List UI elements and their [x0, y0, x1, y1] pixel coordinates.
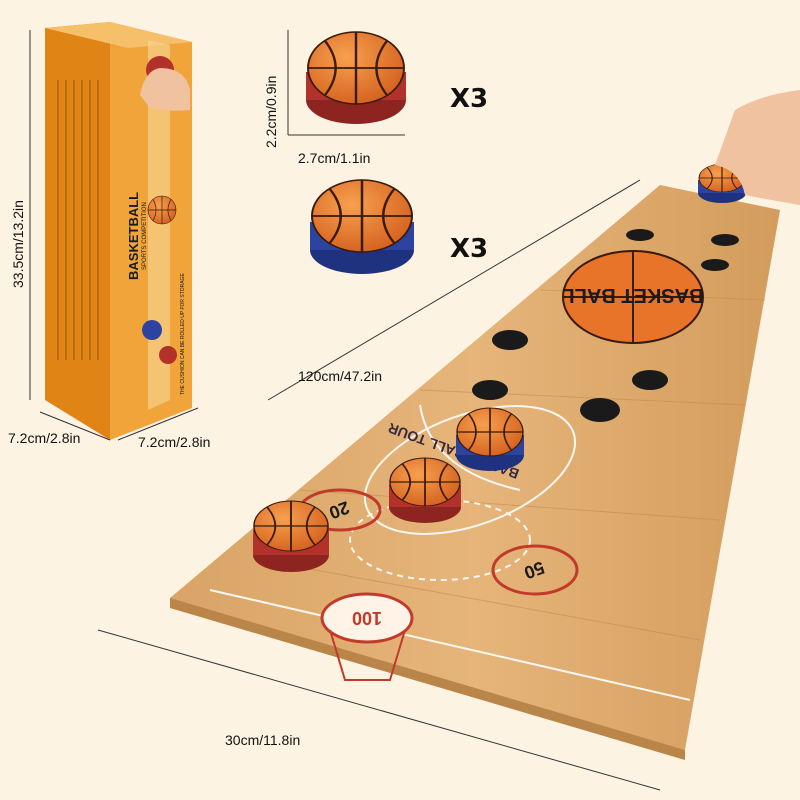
- red-puck-quantity: X3: [450, 84, 489, 114]
- court-mat: BASKET BALL BASKETBALL TOUR 20 50 100: [170, 90, 800, 760]
- mat-red-puck-2: [253, 500, 329, 572]
- mat-length-label: 120cm/47.2in: [298, 368, 383, 384]
- box-side-face: [45, 22, 110, 440]
- red-puck-sample: [306, 30, 406, 124]
- blue-puck-sample: [310, 178, 414, 274]
- box-blue-puck-icon: [142, 320, 162, 340]
- box-title: BASKETBALL: [126, 192, 141, 280]
- hand-on-mat: [715, 90, 800, 205]
- box-side-text-lines: [57, 80, 99, 360]
- puck-diameter-label: 2.7cm/1.1in: [298, 150, 371, 166]
- hand-on-box: [140, 68, 190, 111]
- mat-dimension-lines: [97, 179, 661, 791]
- product-box: BASKETBALL SPORTS COMPETITION THE CUSHIO…: [45, 22, 192, 440]
- player-silhouettes: [472, 229, 739, 422]
- mat-red-puck-1: [389, 457, 461, 523]
- hoop-100: 100: [320, 592, 414, 681]
- court-lines: [209, 404, 691, 701]
- box-dimension-lines: [29, 30, 199, 441]
- blue-puck-quantity: X3: [450, 234, 489, 264]
- center-text: BASKET BALL: [562, 284, 703, 306]
- box-top-face: [45, 22, 192, 48]
- puck-height-label: 2.2cm/0.9in: [263, 75, 279, 148]
- mat-width-label: 30cm/11.8in: [225, 732, 301, 748]
- box-width-label: 7.2cm/2.8in: [8, 430, 81, 446]
- box-subtitle: SPORTS COMPETITION: [142, 202, 148, 270]
- box-height-label: 33.5cm/13.2in: [10, 200, 26, 288]
- puck-dimension-lines: [287, 30, 405, 136]
- mat-blue-puck: [456, 407, 524, 471]
- mat-blue-puck-hand: [698, 163, 746, 203]
- box-storage-note: THE CUSHION CAN BE ROLLED UP FOR STORAGE: [180, 273, 186, 395]
- center-ball-logo: BASKET BALL: [562, 250, 704, 344]
- box-depth-label: 7.2cm/2.8in: [138, 434, 211, 450]
- hoop-100-score: 100: [352, 608, 382, 628]
